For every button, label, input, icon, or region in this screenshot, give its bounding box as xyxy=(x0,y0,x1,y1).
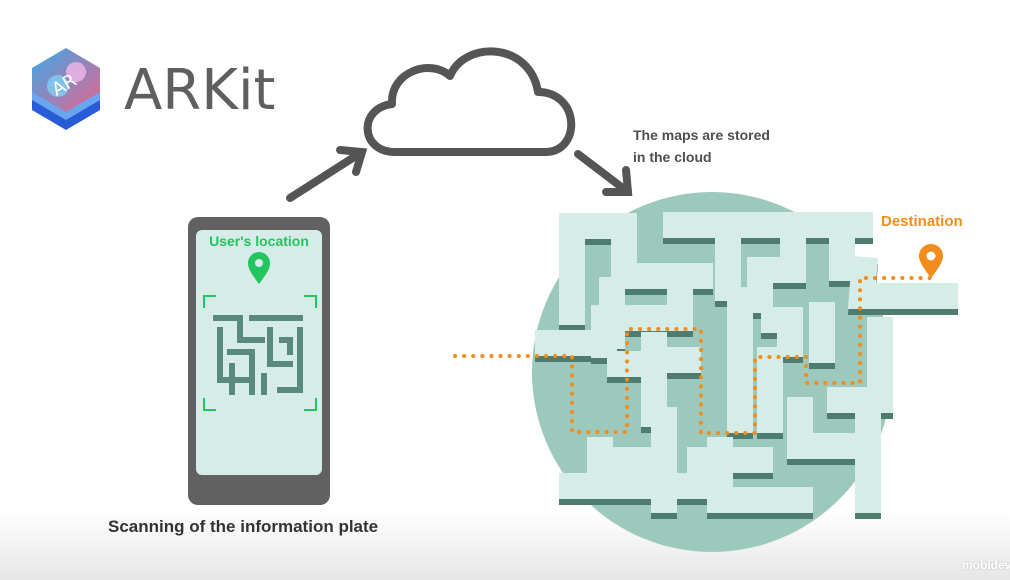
user-location-label: User's location xyxy=(209,233,309,249)
cloud-icon xyxy=(363,47,576,156)
user-location-pin-icon xyxy=(248,252,270,284)
cloud-caption: The maps are stored in the cloud xyxy=(633,124,770,168)
maze-wall xyxy=(747,227,806,313)
maze-wall xyxy=(587,437,677,473)
maze-map xyxy=(453,192,958,552)
cloud-caption-line: The maps are stored xyxy=(633,127,770,143)
download-arrow-icon xyxy=(574,150,633,196)
scan-frame-icon xyxy=(203,295,317,411)
maze-wall xyxy=(559,213,713,289)
qr-maze-icon xyxy=(213,315,303,395)
destination-label: Destination xyxy=(881,213,963,230)
destination-pin-icon xyxy=(919,244,943,278)
phone-icon xyxy=(188,217,330,505)
cloud-caption-line: in the cloud xyxy=(633,149,712,165)
maze-wall xyxy=(847,256,958,309)
scan-caption: Scanning of the information plate xyxy=(108,517,379,536)
maze-wall xyxy=(591,287,693,358)
route-path xyxy=(453,276,932,435)
watermark: mobidev xyxy=(962,558,1010,572)
arkit-title: ARKit xyxy=(124,58,276,123)
maze-wall xyxy=(787,397,863,459)
maze-wall xyxy=(761,307,803,357)
upload-arrow-icon xyxy=(286,146,368,202)
arkit-logo-icon: AR xyxy=(32,48,100,130)
